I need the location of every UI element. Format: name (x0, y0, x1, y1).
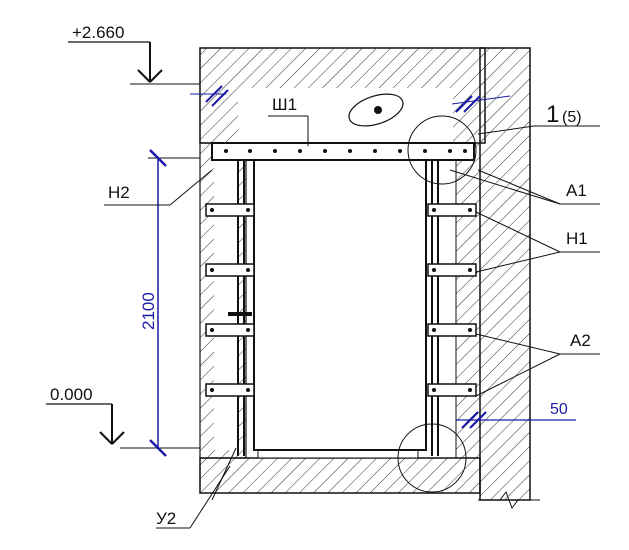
left-marker (228, 312, 252, 316)
height-dimension-label: 2100 (139, 292, 158, 330)
callout-a1: А1 (566, 181, 587, 200)
left-clamp-bolts (210, 208, 250, 392)
right-wall-inner (455, 142, 481, 459)
height-dimension (120, 149, 200, 457)
callout-node: 1 (546, 101, 559, 128)
callout-h1: Н1 (566, 229, 588, 248)
leader-lines (104, 115, 600, 529)
lintel-bolts (224, 149, 467, 153)
callout-node-sub: (5) (562, 109, 582, 126)
callout-a2: А2 (570, 331, 591, 350)
right-wall (479, 47, 531, 501)
right-clamp-bolts (432, 208, 472, 392)
floor-slab (199, 457, 481, 494)
detail-circle-bottom (397, 423, 467, 493)
detail-circle-top (407, 115, 477, 185)
left-clamps (205, 203, 255, 397)
break-line (478, 490, 540, 510)
right-clamps (427, 203, 477, 397)
top-ticks (190, 85, 511, 113)
callout-sh1: Ш1 (272, 95, 297, 114)
callout-u2: У2 (156, 509, 176, 528)
callout-h2: Н2 (108, 183, 130, 202)
anchor-point (374, 106, 382, 114)
elevation-top-label: +2.660 (72, 23, 124, 42)
opening (253, 159, 427, 451)
elevation-zero-marker (46, 403, 125, 445)
wall-offset-dimension (456, 411, 576, 429)
elevation-zero-label: 0.000 (50, 385, 93, 404)
elevation-top-marker (68, 41, 200, 85)
wall-offset-label: 50 (550, 401, 568, 418)
